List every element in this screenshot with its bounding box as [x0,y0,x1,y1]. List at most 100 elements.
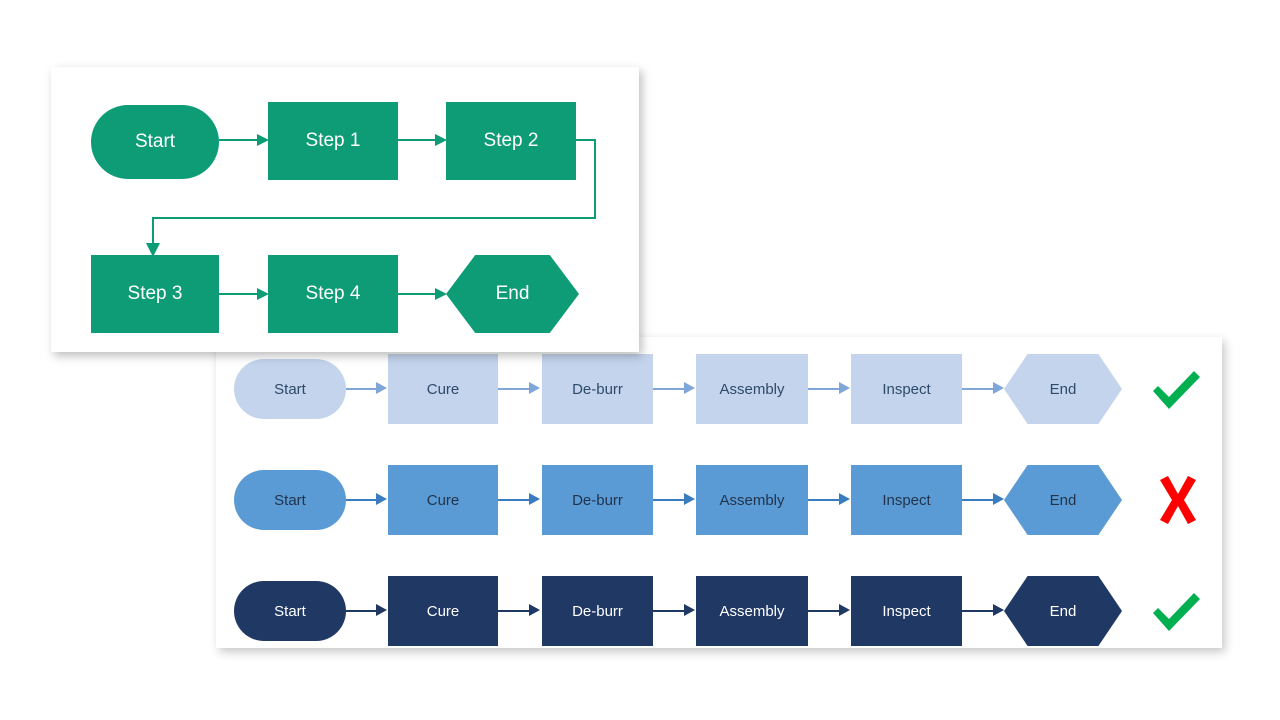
node-end[interactable]: End [446,255,579,333]
node-step-2[interactable]: Step 2 [446,102,576,180]
node-label: End [1049,380,1077,398]
node-label: Assembly [719,380,785,398]
node-label: Cure [426,491,460,509]
process-row-light-blue[interactable]: Start Cure De-burr Assembly Inspect [216,337,1222,441]
node-step-3[interactable]: Step 3 [91,255,219,333]
connector-assembly-inspect [808,388,839,390]
connector-deburr-assembly [653,388,684,390]
node-label: Start [274,491,306,509]
node-label: De-burr [572,380,623,398]
node-start: Start [234,359,346,419]
node-label: De-burr [572,602,623,620]
node-label: Start [274,602,306,620]
node-start[interactable]: Start [91,105,219,179]
connector-cure-deburr [498,499,529,501]
status-check-icon [1153,593,1200,631]
node-start: Start [234,581,346,641]
node-label: End [1049,491,1077,509]
node-label: Step 2 [483,130,539,152]
node-inspect: Inspect [851,354,962,424]
node-cure: Cure [388,465,498,535]
connector-deburr-assembly [653,610,684,612]
connector-cure-deburr [498,610,529,612]
hexagon-shape-icon [446,255,579,333]
node-label: Inspect [882,602,931,620]
process-row-navy[interactable]: Start Cure De-burr Assembly Inspect [216,559,1222,663]
node-label: Start [134,131,176,153]
node-label: Start [274,380,306,398]
node-inspect: Inspect [851,576,962,646]
node-label: Step 1 [305,130,361,152]
arrow-head-icon [529,382,540,394]
arrow-head-icon [257,288,269,300]
arrow-head-icon [435,134,447,146]
arrow-head-icon [376,493,387,505]
node-assembly: Assembly [696,576,808,646]
node-step-4[interactable]: Step 4 [268,255,398,333]
node-assembly: Assembly [696,354,808,424]
node-label: Inspect [882,491,931,509]
node-label: Step 3 [127,283,183,305]
node-label: Cure [426,380,460,398]
arrow-head-icon [684,382,695,394]
connector-assembly-inspect [808,499,839,501]
node-label: End [1049,602,1077,620]
arrow-head-icon [684,493,695,505]
connector-assembly-inspect [808,610,839,612]
process-variants-panel: Start Cure De-burr Assembly Inspect [216,337,1222,648]
arrow-head-icon [839,604,850,616]
node-end: End [1004,354,1122,424]
node-step-1[interactable]: Step 1 [268,102,398,180]
arrow-head-icon [376,604,387,616]
node-label: Step 4 [305,283,361,305]
hexagon-shape-icon [1004,354,1122,424]
node-cure: Cure [388,576,498,646]
connector-inspect-end [962,610,993,612]
node-label: De-burr [572,491,623,509]
node-label: Assembly [719,602,785,620]
connector-step4-end [398,293,435,295]
connector-inspect-end [962,388,993,390]
node-assembly: Assembly [696,465,808,535]
hexagon-shape-icon [1004,576,1122,646]
connector-cure-deburr [498,388,529,390]
connector-start-cure [346,499,376,501]
node-label: Cure [426,602,460,620]
node-label: End [495,283,530,305]
node-label: Assembly [719,491,785,509]
node-de-burr: De-burr [542,465,653,535]
connector-start-cure [346,388,376,390]
connector-start-cure [346,610,376,612]
arrow-head-icon [376,382,387,394]
node-end: End [1004,576,1122,646]
connector-step1-step2 [398,139,435,141]
connector-step2-step3-segment-vertical-left [152,217,154,245]
green-flowchart-panel: Start Step 1 Step 2 Step 3 Step 4 [51,67,639,352]
arrow-head-icon [993,493,1004,505]
connector-step2-step3-segment-vertical-right [594,139,596,219]
node-label: Inspect [882,380,931,398]
connector-deburr-assembly [653,499,684,501]
connector-step2-step3-segment-horizontal [152,217,596,219]
arrow-head-icon [993,382,1004,394]
hexagon-shape-icon [1004,465,1122,535]
status-cross-icon [1160,476,1196,524]
connector-step3-step4 [219,293,257,295]
arrow-head-icon [435,288,447,300]
node-end: End [1004,465,1122,535]
node-start: Start [234,470,346,530]
arrow-head-icon [839,493,850,505]
status-check-icon [1153,371,1200,409]
arrow-head-icon [146,243,160,257]
node-inspect: Inspect [851,465,962,535]
process-row-medium-blue[interactable]: Start Cure De-burr Assembly Inspect [216,448,1222,552]
arrow-head-icon [684,604,695,616]
node-de-burr: De-burr [542,576,653,646]
node-de-burr: De-burr [542,354,653,424]
connector-start-step1 [219,139,257,141]
connector-step2-step3-segment-top [576,139,596,141]
arrow-head-icon [993,604,1004,616]
arrow-head-icon [529,493,540,505]
connector-inspect-end [962,499,993,501]
